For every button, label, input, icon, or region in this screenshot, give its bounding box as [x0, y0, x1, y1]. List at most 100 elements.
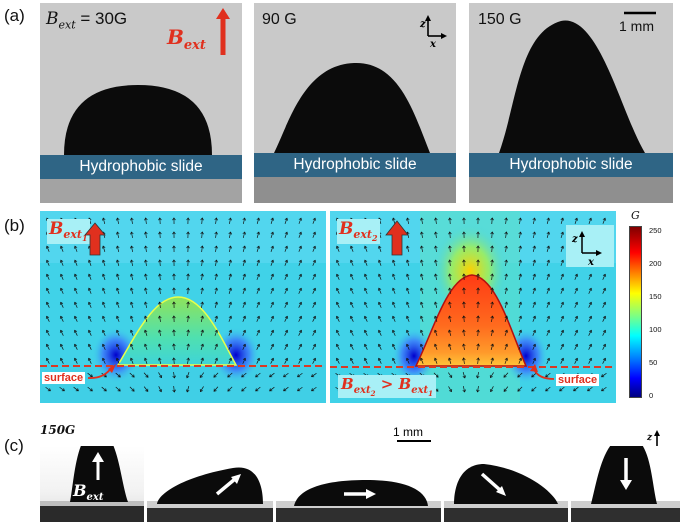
field-line-arrowhead	[546, 273, 551, 277]
field-line-arrow	[284, 218, 288, 224]
field-line-arrowhead	[405, 301, 410, 305]
field-line-arrowhead	[448, 231, 452, 235]
field-line-arrow	[242, 316, 246, 322]
field-line-arrowhead	[158, 245, 162, 249]
field-line-arrow	[45, 386, 51, 392]
field-line-arrowhead	[228, 273, 233, 277]
field-line-arrowhead	[241, 388, 245, 392]
droplet-c3	[276, 480, 441, 522]
panel-a-label: (a)	[4, 6, 25, 25]
field-line-arrowhead	[242, 329, 247, 333]
field-line-arrow	[312, 344, 316, 350]
field-line-arrowhead	[103, 374, 107, 378]
frame-c3	[276, 446, 441, 522]
field-line-arrow	[312, 288, 316, 294]
field-line-arrow	[201, 217, 203, 225]
field-line-arrowhead	[73, 343, 78, 347]
field-line-arrowhead	[200, 217, 204, 221]
field-line-arrowhead	[560, 357, 565, 361]
field-line-arrow	[284, 274, 288, 280]
field-line-arrow	[491, 245, 493, 253]
field-label-150g: 150 G	[478, 11, 522, 28]
field-line-arrow	[449, 245, 451, 253]
droplet-90g	[274, 62, 430, 154]
field-line-arrowhead	[601, 374, 605, 378]
field-line-arrow	[392, 274, 396, 280]
field-line-arrow	[158, 358, 162, 364]
field-line-arrow	[284, 316, 288, 322]
field-line-arrow	[74, 302, 78, 308]
field-line-arrowhead	[602, 357, 607, 361]
field-line-arrowhead	[228, 301, 233, 305]
field-line-arrowhead	[87, 287, 92, 291]
field-line-arrowhead	[158, 301, 162, 305]
field-line-arrowhead	[242, 245, 247, 249]
field-line-arrow	[378, 316, 382, 322]
field-line-arrowhead	[270, 301, 275, 305]
bext-label: Bext	[167, 25, 206, 53]
axis-b: z x	[566, 225, 614, 267]
field-line-arrowhead	[284, 315, 289, 319]
field-line-arrowhead	[131, 374, 135, 378]
field-line-arrow	[60, 246, 64, 252]
field-line-arrow	[518, 302, 522, 308]
field-line-arrow	[74, 288, 78, 294]
field-line-arrowhead	[228, 259, 233, 263]
field-line-arrowhead	[73, 273, 78, 277]
field-line-arrow	[477, 385, 479, 393]
field-line-arrowhead	[200, 329, 205, 333]
field-line-arrowhead	[117, 388, 121, 392]
field-line-arrow	[421, 231, 423, 239]
field-line-arrowhead	[518, 343, 523, 347]
field-line-arrowhead	[335, 301, 340, 305]
colorbar-tick: 150	[649, 292, 662, 301]
field-line-arrowhead	[312, 301, 317, 305]
field-line-arrow	[228, 245, 232, 253]
field-line-arrow	[546, 274, 550, 280]
field-line-arrowhead	[159, 374, 163, 379]
field-line-arrow	[518, 344, 522, 350]
field-line-arrow	[336, 330, 340, 336]
field-line-arrow	[298, 246, 302, 252]
field-line-arrow	[270, 274, 274, 280]
field-line-arrowhead	[476, 389, 480, 393]
field-line-arrowhead	[490, 259, 494, 263]
field-line-arrow	[560, 330, 564, 336]
field-line-arrow	[491, 231, 493, 239]
surface-label-left: surface	[42, 372, 86, 384]
field-line-arrow	[503, 372, 509, 378]
field-line-arrow	[406, 358, 410, 364]
field-line-arrowhead	[158, 231, 162, 235]
field-line-arrow	[462, 372, 466, 378]
field-line-arrow	[420, 288, 424, 294]
field-line-arrowhead	[256, 245, 261, 249]
field-line-arrow	[242, 274, 246, 280]
field-line-arrowhead	[186, 357, 190, 361]
field-line-arrow	[46, 330, 50, 336]
field-line-arrowhead	[601, 388, 605, 392]
field-line-arrowhead	[462, 343, 466, 347]
field-line-arrowhead	[115, 287, 120, 291]
field-line-arrowhead	[574, 301, 579, 305]
field-line-arrowhead	[545, 388, 549, 392]
field-line-arrowhead	[270, 217, 275, 221]
field-line-arrowhead	[546, 231, 551, 235]
field-line-arrow	[87, 386, 93, 392]
field-line-arrowhead	[158, 259, 162, 263]
field-line-arrowhead	[87, 273, 92, 277]
field-line-arrowhead	[490, 315, 494, 319]
field-line-arrow	[574, 288, 578, 294]
field-line-arrowhead	[200, 231, 204, 235]
field-line-arrowhead	[130, 217, 134, 221]
field-line-arrowhead	[116, 231, 120, 235]
field-line-arrowhead	[144, 245, 148, 249]
field-line-arrow	[490, 358, 494, 364]
sim-right: Bext2 z x Bext2 > Bext1 surface	[330, 211, 616, 403]
field-line-arrow	[145, 217, 147, 225]
field-line-arrow	[270, 232, 274, 238]
field-line-arrowhead	[129, 301, 134, 305]
field-line-arrow	[392, 358, 396, 364]
field-line-arrowhead	[504, 245, 508, 249]
field-line-arrowhead	[284, 357, 289, 361]
field-line-arrowhead	[186, 343, 190, 347]
